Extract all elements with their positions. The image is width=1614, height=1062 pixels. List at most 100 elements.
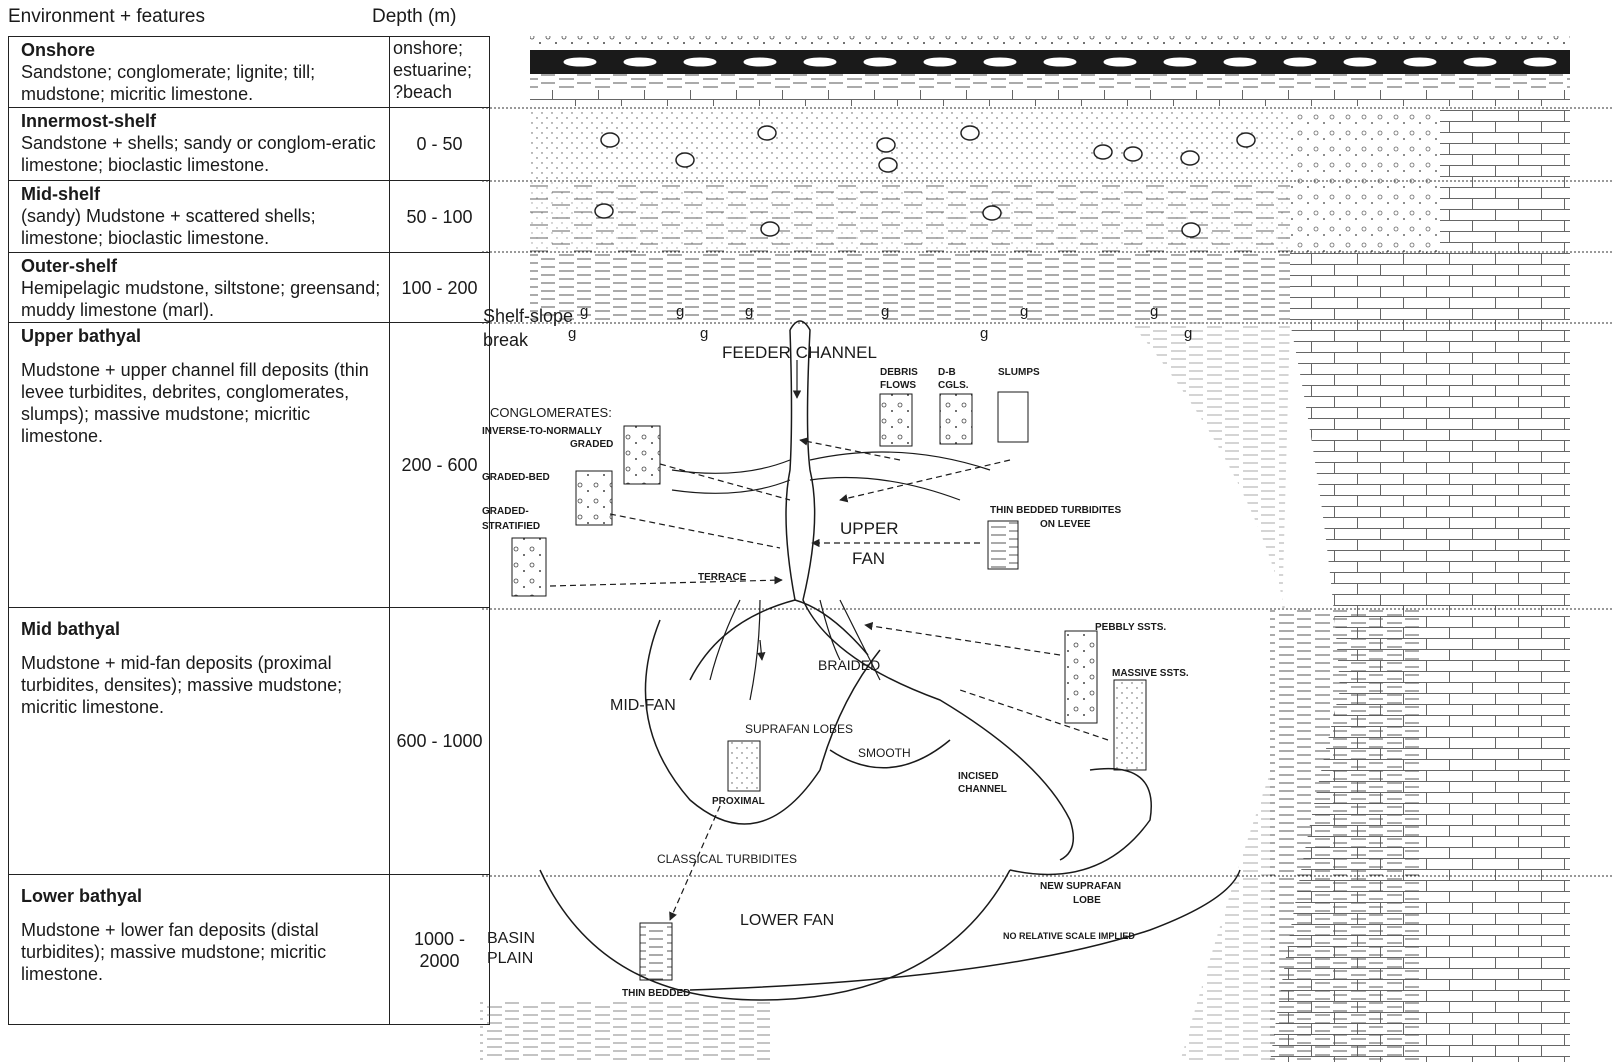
smooth-label: SMOOTH: [858, 746, 911, 760]
environment-description: (sandy) Mudstone + scattered shells; lim…: [21, 206, 316, 248]
depth-cell: 50 - 100: [389, 180, 490, 253]
submarine-fan-diagram: g g g g g g g g g g: [480, 36, 1614, 1062]
incised-channel-label: CHANNEL: [958, 784, 1007, 795]
diagram-labels: Shelf-slope break FEEDER CHANNEL DEBRIS …: [482, 306, 1189, 999]
depth-value: 50 - 100: [406, 206, 473, 227]
no-scale-label: NO RELATIVE SCALE IMPLIED: [1003, 931, 1135, 941]
glauconite-symbol: g: [881, 303, 889, 320]
depth-cell: 0 - 50: [389, 107, 490, 181]
glauconite-symbol: g: [568, 325, 576, 342]
depth-header: Depth (m): [372, 6, 457, 27]
channel-lines: [671, 451, 991, 701]
table-row: Upper bathyal Mudstone + upper channel f…: [8, 322, 490, 608]
mid-fan-label: MID-FAN: [610, 697, 676, 714]
db-cgls-label: CGLS.: [938, 380, 969, 391]
glauconite-symbol: g: [980, 325, 988, 342]
environment-cell: Onshore Sandstone; conglomerate; lignite…: [8, 36, 390, 108]
glauconite-symbol: g: [580, 303, 588, 320]
feeder-channel-label: FEEDER CHANNEL: [722, 343, 877, 362]
table-row: Onshore Sandstone; conglomerate; lignite…: [8, 36, 490, 108]
environment-description: Sandstone; conglomerate; lignite; till; …: [21, 62, 316, 104]
slumps-label: SLUMPS: [998, 367, 1040, 378]
depth-cell: 1000 - 2000: [389, 874, 490, 1025]
graded-label: GRADED: [570, 439, 613, 450]
new-suprafan-label: NEW SUPRAFAN: [1040, 881, 1121, 892]
table-row: Innermost-shelf Sandstone + shells; sand…: [8, 107, 490, 181]
glauconite-symbol: g: [676, 303, 684, 320]
onshore-band: [530, 36, 1570, 106]
environment-table: Onshore Sandstone; conglomerate; lignite…: [8, 36, 490, 1025]
depth-cell: 600 - 1000: [389, 607, 490, 875]
environment-description: Sandstone + shells; sandy or conglom-era…: [21, 133, 376, 175]
thin-levee-label: ON LEVEE: [1040, 519, 1091, 530]
shell-fossils: [594, 125, 1256, 238]
innermost-shelf-band: [530, 110, 1570, 252]
environment-name: Lower bathyal: [21, 886, 143, 906]
environment-name: Mid-shelf: [21, 184, 100, 204]
debris-flows-label: DEBRIS: [880, 367, 918, 378]
arrows: [549, 360, 1109, 921]
graded-bed-label: GRADED-BED: [482, 472, 550, 483]
outer-shelf-band: [530, 252, 1570, 322]
environment-header: Environment + features: [8, 6, 205, 27]
environment-cell: Upper bathyal Mudstone + upper channel f…: [8, 322, 390, 608]
suprafan-lobes-label: SUPRAFAN LOBES: [745, 722, 853, 736]
inverse-graded-label: INVERSE-TO-NORMALLY: [482, 426, 602, 437]
classical-turbidites-label: CLASSICAL TURBIDITES: [657, 852, 797, 866]
slope-bands: [480, 322, 1570, 1062]
conglomerates-label: CONGLOMERATES:: [490, 405, 612, 420]
environment-name: Innermost-shelf: [21, 111, 157, 131]
environment-description: Mudstone + mid-fan deposits (proximal tu…: [21, 653, 343, 717]
debris-flows-label: FLOWS: [880, 380, 916, 391]
new-suprafan-label: LOBE: [1073, 895, 1101, 906]
glauconite-symbol: g: [1020, 303, 1028, 320]
graded-stratified-label: GRADED-: [482, 506, 529, 517]
table-row: Mid bathyal Mudstone + mid-fan deposits …: [8, 607, 490, 875]
lower-fan-label: LOWER FAN: [740, 912, 834, 929]
environment-cell: Innermost-shelf Sandstone + shells; sand…: [8, 107, 390, 181]
glauconite-symbol: g: [745, 303, 753, 320]
environment-name: Upper bathyal: [21, 326, 142, 346]
environment-name: Onshore: [21, 40, 96, 60]
depth-value: 100 - 200: [401, 277, 478, 298]
upper-fan-label: FAN: [852, 549, 885, 568]
proximal-label: PROXIMAL: [712, 796, 765, 807]
glauconite-symbol: g: [1184, 325, 1192, 342]
sediment-columns: [511, 391, 1147, 981]
db-cgls-label: D-B: [938, 367, 956, 378]
basin-plain-label: PLAIN: [487, 950, 533, 967]
table-row: Lower bathyal Mudstone + lower fan depos…: [8, 874, 490, 1025]
band-dividers: [480, 107, 1614, 877]
environment-cell: Mid bathyal Mudstone + mid-fan deposits …: [8, 607, 390, 875]
depth-value: 1000 - 2000: [413, 928, 466, 971]
pebbly-label: PEBBLY SSTS.: [1095, 622, 1166, 633]
braided-label: BRAIDED: [818, 657, 880, 673]
glauconite-symbol: g: [1150, 303, 1158, 320]
environment-name: Mid bathyal: [21, 619, 121, 639]
incised-channel-label: INCISED: [958, 771, 999, 782]
depth-value: 0 - 50: [416, 134, 463, 154]
depth-cell: 200 - 600: [389, 322, 490, 608]
depth-value: 200 - 600: [401, 455, 478, 475]
environment-name: Outer-shelf: [21, 256, 118, 276]
terrace-label: TERRACE: [698, 572, 747, 583]
fan-outlines: [539, 320, 1241, 1001]
depth-value: onshore; estuarine; ?beach: [393, 38, 473, 102]
break-label: break: [483, 330, 529, 350]
table-row: Outer-shelf Hemipelagic mudstone, siltst…: [8, 252, 490, 323]
environment-description: Mudstone + upper channel fill deposits (…: [21, 360, 369, 446]
graded-stratified-label: STRATIFIED: [482, 521, 540, 532]
environment-description: Mudstone + lower fan deposits (distal tu…: [21, 920, 327, 984]
thin-bedded-label: THIN BEDDED: [622, 988, 690, 999]
depth-cell: onshore; estuarine; ?beach: [389, 36, 490, 108]
glauconite-symbol: g: [700, 325, 708, 342]
depth-cell: 100 - 200: [389, 252, 490, 323]
environment-description: Hemipelagic mudstone, siltstone; greensa…: [21, 278, 381, 320]
basin-plain-label: BASIN: [487, 930, 535, 947]
depth-value: 600 - 1000: [396, 731, 483, 751]
massive-label: MASSIVE SSTS.: [1112, 668, 1189, 679]
environment-cell: Outer-shelf Hemipelagic mudstone, siltst…: [8, 252, 390, 323]
upper-fan-label: UPPER: [840, 519, 899, 538]
shelf-slope-label: Shelf-slope: [483, 306, 573, 326]
thin-levee-label: THIN BEDDED TURBIDITES: [990, 505, 1121, 516]
